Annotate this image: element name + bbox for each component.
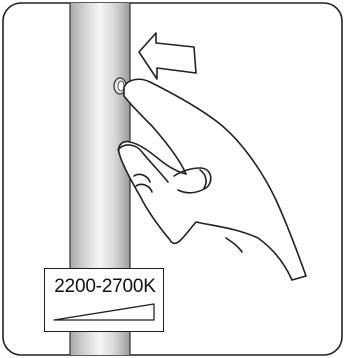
color-temperature-text: 2200-2700K xyxy=(54,276,156,297)
color-temperature-label: 2200-2700K xyxy=(44,268,164,332)
hand-press-icon xyxy=(117,78,307,281)
arrow-left-icon xyxy=(138,32,197,80)
ramp-icon xyxy=(52,302,155,321)
